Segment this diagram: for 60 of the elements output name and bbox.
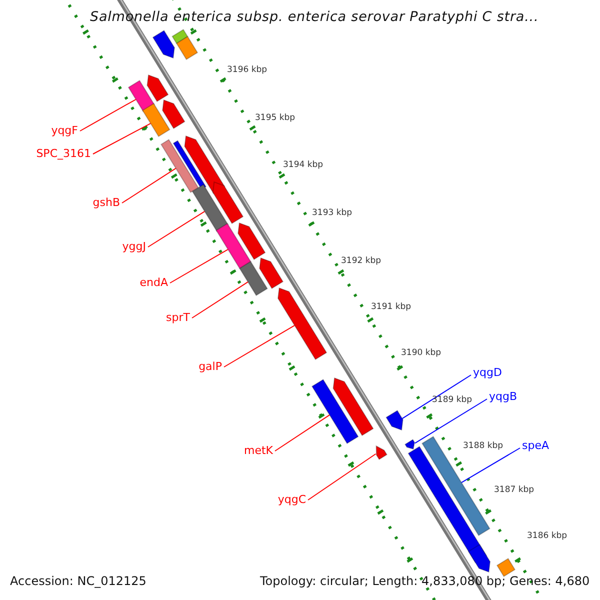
scale-label: 3187 kbp xyxy=(494,486,534,494)
gene-label: yqgB xyxy=(489,391,518,402)
gene-bar xyxy=(238,222,266,260)
gene-label: speA xyxy=(522,440,550,451)
gene-bar xyxy=(259,257,284,290)
scale-label: 3193 kbp xyxy=(312,209,352,218)
leader-line xyxy=(192,281,248,318)
gene-bar xyxy=(162,99,186,130)
gene-bar xyxy=(184,135,226,194)
scale-label: 3191 kbp xyxy=(371,303,412,312)
accession-text: Accession: NC_012125 xyxy=(10,575,146,587)
scale-label: 3195 kbp xyxy=(255,114,296,122)
scale-label: 3196 kbp xyxy=(227,66,268,74)
gene-label: yqgF xyxy=(51,125,78,136)
gene-bar xyxy=(376,445,388,460)
leader-line xyxy=(224,324,296,368)
gene-bar xyxy=(128,80,155,112)
gene-bar xyxy=(176,36,198,60)
gene-label: galP xyxy=(198,361,222,372)
leader-line xyxy=(460,448,520,484)
gene-label: yqgD xyxy=(473,367,502,378)
gene-bar xyxy=(216,222,252,270)
leader-line xyxy=(308,453,376,500)
gene-bar xyxy=(468,544,491,573)
gene-label: sprT xyxy=(166,312,190,323)
gene-bar xyxy=(277,287,328,360)
leader-line xyxy=(92,122,152,154)
leader-line xyxy=(122,168,176,204)
gene-bar xyxy=(172,28,188,44)
gene-bar xyxy=(160,138,199,194)
leader-line xyxy=(148,210,206,248)
gene-bar xyxy=(146,74,169,102)
gene-bar xyxy=(332,377,374,436)
gene-bar xyxy=(212,181,244,224)
scale-label: 3188 kbp xyxy=(463,442,504,450)
gene-bar xyxy=(386,410,404,431)
gene-bar xyxy=(142,102,170,138)
gene-label: metK xyxy=(244,445,273,456)
gene-bar xyxy=(404,438,416,450)
gene-label: endA xyxy=(140,277,168,288)
leader-line xyxy=(170,248,228,284)
leader-line xyxy=(274,414,330,452)
gene-bar xyxy=(172,140,207,190)
gene-label: SPC_3161 xyxy=(36,148,91,159)
scale-label: 3192 kbp xyxy=(341,257,382,266)
gene-bar xyxy=(192,184,229,232)
scale-label: 3189 kbp xyxy=(432,396,472,404)
leader-line xyxy=(414,398,488,444)
leader-line xyxy=(80,98,136,132)
scale-label: 3186 kbp xyxy=(527,532,568,540)
leader-line xyxy=(402,374,472,420)
gene-bar xyxy=(238,260,268,296)
gene-label: yqgC xyxy=(278,494,306,505)
gene-bar xyxy=(152,30,175,59)
gene-label: yggJ xyxy=(122,241,146,252)
scale-label: 3194 kbp xyxy=(283,161,324,170)
gene-label: gshB xyxy=(92,197,120,208)
gene-bar xyxy=(496,558,516,578)
scale-label: 3190 kbp xyxy=(401,349,442,358)
gene-bar xyxy=(311,378,359,444)
